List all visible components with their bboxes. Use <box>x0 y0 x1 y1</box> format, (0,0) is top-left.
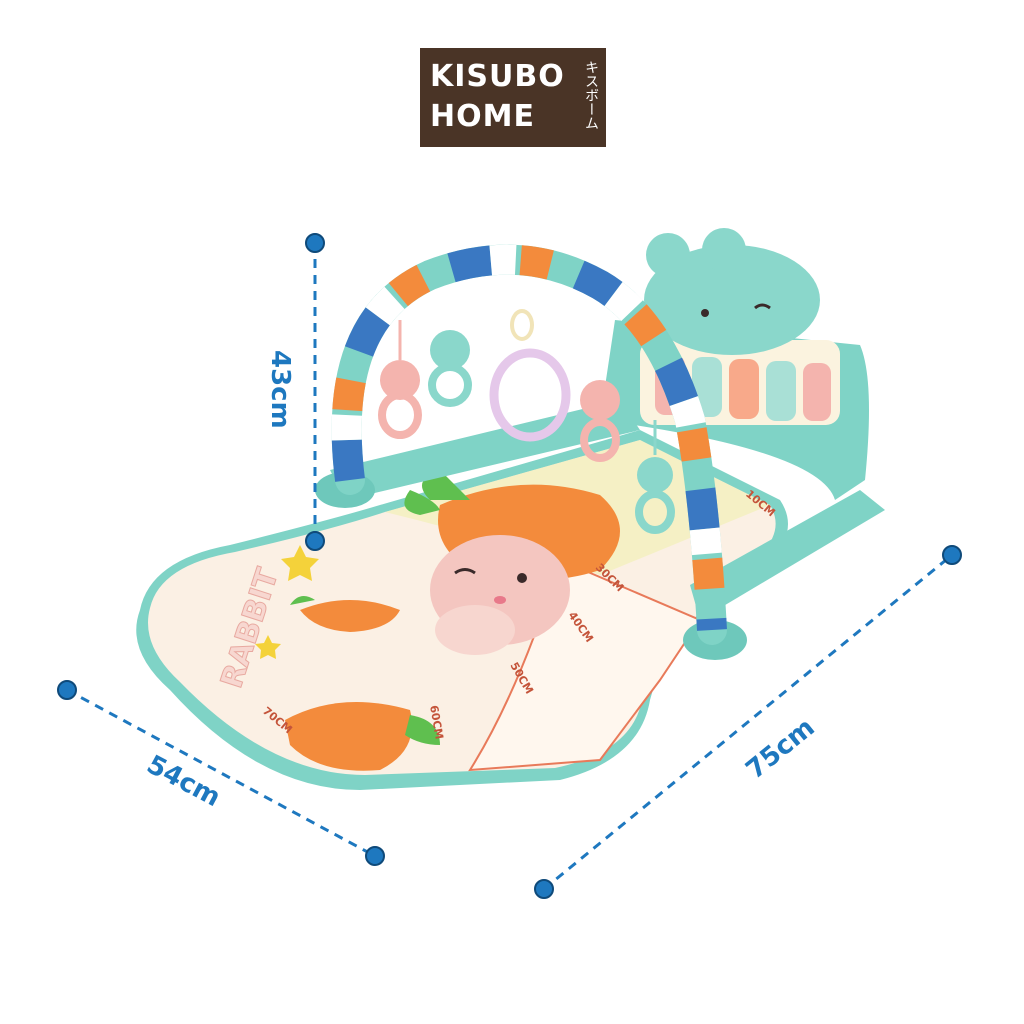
height-label: 43cm <box>265 350 295 429</box>
play-gym-arch <box>331 244 727 645</box>
ruler-mark: 60CM <box>427 704 446 740</box>
dimension-lines <box>66 243 953 891</box>
length-dimension-line <box>543 553 953 891</box>
brand-katakana: キスボーム <box>583 60 599 130</box>
width-label: 54cm <box>142 750 226 813</box>
star-decoration <box>255 545 319 659</box>
piano-panel <box>600 228 869 500</box>
hanging-toys <box>378 309 675 534</box>
brand-name-line2: HOME <box>430 99 535 134</box>
brand-name-line1: KISUBO <box>430 59 565 94</box>
width-dimension-line <box>66 688 376 858</box>
length-label: 75cm <box>741 713 821 786</box>
bunny-illustration <box>430 535 570 655</box>
dimension-endpoints <box>57 233 962 899</box>
brand-logo: KISUBO HOME キスボーム <box>420 48 606 147</box>
